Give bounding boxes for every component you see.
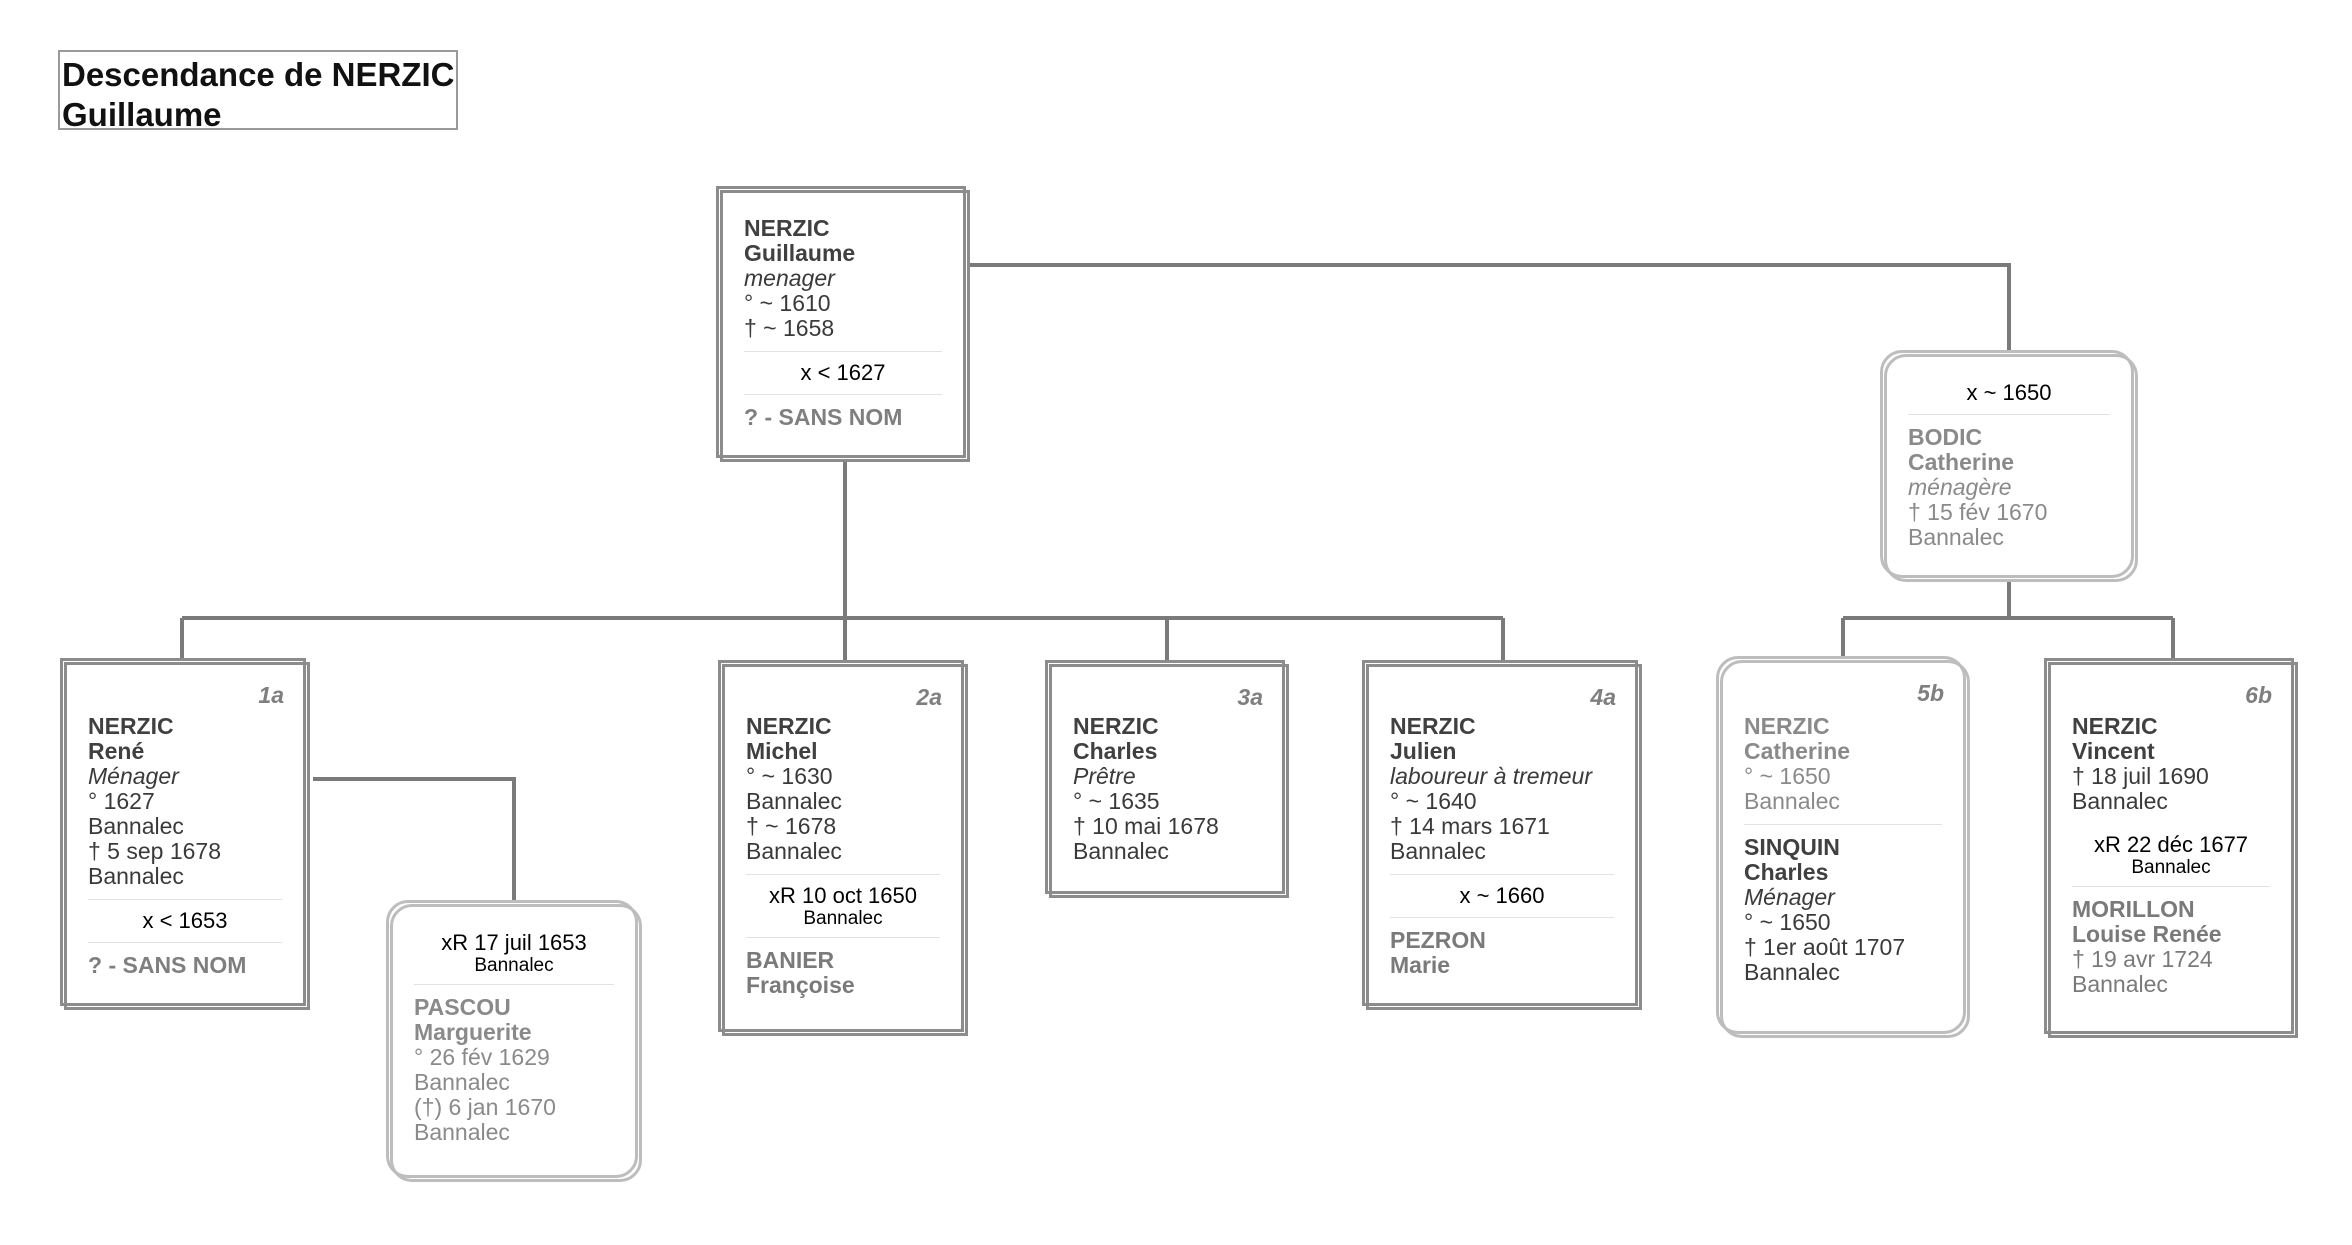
child-6b-spouse-line: Bannalec <box>2072 971 2168 997</box>
root-surname: NERZIC <box>744 215 830 241</box>
child-6b-line: Bannalec <box>2072 788 2168 814</box>
child-5b-spouse-line: Bannalec <box>1744 959 1840 985</box>
child-2a-surname: NERZIC <box>746 713 832 739</box>
child-4a-marriage: x ~ 1660 <box>1390 874 1614 918</box>
child-1a-surname: NERZIC <box>88 713 174 739</box>
child-5b-spouse-given: Charles <box>1744 859 1829 885</box>
index-1a: 1a <box>258 682 284 708</box>
child-4a-given: Julien <box>1390 738 1457 764</box>
connector-rene-to-pascou <box>313 777 516 904</box>
title-line-2: Guillaume <box>62 96 222 133</box>
child-4a-line: ° ~ 1640 <box>1390 788 1477 814</box>
person-card-6b[interactable]: 6b NERZIC Vincent † 18 juil 1690 Bannale… <box>2044 658 2298 1038</box>
child-5b-surname: NERZIC <box>1744 713 1830 739</box>
index-4a: 4a <box>1590 684 1616 710</box>
person-card-2a[interactable]: 2a NERZIC Michel ° ~ 1630 Bannalec † ~ 1… <box>718 660 968 1036</box>
child-2a-line: † ~ 1678 <box>746 813 837 839</box>
child-1a-spouse: ? - SANS NOM <box>88 952 247 978</box>
child-6b-given: Vincent <box>2072 738 2155 764</box>
child-2a-spouse-surname: BANIER <box>746 947 835 973</box>
child-5b-given: Catherine <box>1744 738 1851 764</box>
child-3a-line: ° ~ 1635 <box>1073 788 1160 814</box>
pascou-line: ° 26 fév 1629 <box>414 1044 550 1070</box>
index-3a: 3a <box>1237 684 1263 710</box>
root-given: Guillaume <box>744 240 856 266</box>
child-4a-line: † 14 mars 1671 <box>1390 813 1550 839</box>
child-2a-spouse-given: Françoise <box>746 972 855 998</box>
child-4a-line: Bannalec <box>1390 838 1486 864</box>
child-6b-surname: NERZIC <box>2072 713 2158 739</box>
child-1a-occupation: Ménager <box>88 763 179 789</box>
child-3a-surname: NERZIC <box>1073 713 1159 739</box>
index-6b: 6b <box>2245 682 2272 708</box>
child-1a-line: Bannalec <box>88 863 184 889</box>
child-1a-line: ° 1627 <box>88 788 155 814</box>
connector-root-to-bodic <box>966 263 2011 352</box>
child-6b-spouse-line: † 19 avr 1724 <box>2072 946 2213 972</box>
child-3a-given: Charles <box>1073 738 1158 764</box>
bodic-place: Bannalec <box>1908 524 2004 550</box>
child-5b-spouse-line: † 1er août 1707 <box>1744 934 1906 960</box>
bodic-occupation: ménagère <box>1908 474 2012 500</box>
child-5b-spouse-occupation: Ménager <box>1744 884 1835 910</box>
child-1a-given: René <box>88 738 145 764</box>
root-occupation: menager <box>744 265 835 291</box>
bodic-marriage: x ~ 1650 <box>1908 372 2110 415</box>
bodic-death: † 15 fév 1670 <box>1908 499 2048 525</box>
pascou-line: (†) 6 jan 1670 <box>414 1094 556 1120</box>
child-3a-occupation: Prêtre <box>1073 763 1136 789</box>
child-2a-given: Michel <box>746 738 818 764</box>
child-2a-line: Bannalec <box>746 838 842 864</box>
person-card-bodic[interactable]: x ~ 1650 BODIC Catherine ménagère † 15 f… <box>1880 350 2138 582</box>
child-5b-line: ° ~ 1650 <box>1744 763 1831 789</box>
child-1a-line: † 5 sep 1678 <box>88 838 222 864</box>
child-2a-line: ° ~ 1630 <box>746 763 833 789</box>
person-card-1a[interactable]: 1a NERZIC René Ménager ° 1627 Bannalec †… <box>60 658 310 1010</box>
index-2a: 2a <box>916 684 942 710</box>
pascou-surname: PASCOU <box>414 994 511 1020</box>
root-marriage: x < 1627 <box>744 351 942 395</box>
child-4a-surname: NERZIC <box>1390 713 1476 739</box>
root-birth: ° ~ 1610 <box>744 290 831 316</box>
bodic-surname: BODIC <box>1908 424 1983 450</box>
child-2a-marriage: xR 10 oct 1650 Bannalec <box>746 874 940 938</box>
person-card-3a[interactable]: 3a NERZIC Charles Prêtre ° ~ 1635 † 10 m… <box>1045 660 1289 898</box>
child-2a-line: Bannalec <box>746 788 842 814</box>
title-line-1: Descendance de NERZIC <box>62 56 455 93</box>
child-3a-line: † 10 mai 1678 <box>1073 813 1219 839</box>
person-card-4a[interactable]: 4a NERZIC Julien laboureur à tremeur ° ~… <box>1362 660 1642 1010</box>
person-card-root[interactable]: NERZIC Guillaume menager ° ~ 1610 † ~ 16… <box>716 186 970 462</box>
pascou-marriage: xR 17 juil 1653 Bannalec <box>414 922 614 985</box>
bodic-given: Catherine <box>1908 449 2015 475</box>
child-5b-spouse-line: ° ~ 1650 <box>1744 909 1831 935</box>
index-5b: 5b <box>1917 680 1944 706</box>
pascou-given: Marguerite <box>414 1019 532 1045</box>
child-5b-spouse-surname: SINQUIN <box>1744 834 1840 860</box>
pascou-line: Bannalec <box>414 1069 510 1095</box>
person-card-pascou[interactable]: xR 17 juil 1653 Bannalec PASCOU Margueri… <box>386 900 642 1182</box>
child-3a-line: Bannalec <box>1073 838 1169 864</box>
child-4a-occupation: laboureur à tremeur <box>1390 763 1592 789</box>
child-4a-spouse-surname: PEZRON <box>1390 927 1486 953</box>
child-5b-line: Bannalec <box>1744 788 1840 814</box>
root-death: † ~ 1658 <box>744 315 835 341</box>
child-6b-marriage: xR 22 déc 1677 Bannalec <box>2072 824 2270 887</box>
child-6b-spouse-surname: MORILLON <box>2072 896 2195 922</box>
child-1a-line: Bannalec <box>88 813 184 839</box>
child-6b-spouse-given: Louise Renée <box>2072 921 2222 947</box>
child-6b-line: † 18 juil 1690 <box>2072 763 2209 789</box>
pascou-line: Bannalec <box>414 1119 510 1145</box>
person-card-5b[interactable]: 5b NERZIC Catherine ° ~ 1650 Bannalec SI… <box>1716 656 1970 1038</box>
child-4a-spouse-given: Marie <box>1390 952 1451 978</box>
diagram-title: Descendance de NERZIC Guillaume <box>58 50 458 133</box>
root-spouse: ? - SANS NOM <box>744 404 903 430</box>
child-1a-marriage: x < 1653 <box>88 899 282 943</box>
